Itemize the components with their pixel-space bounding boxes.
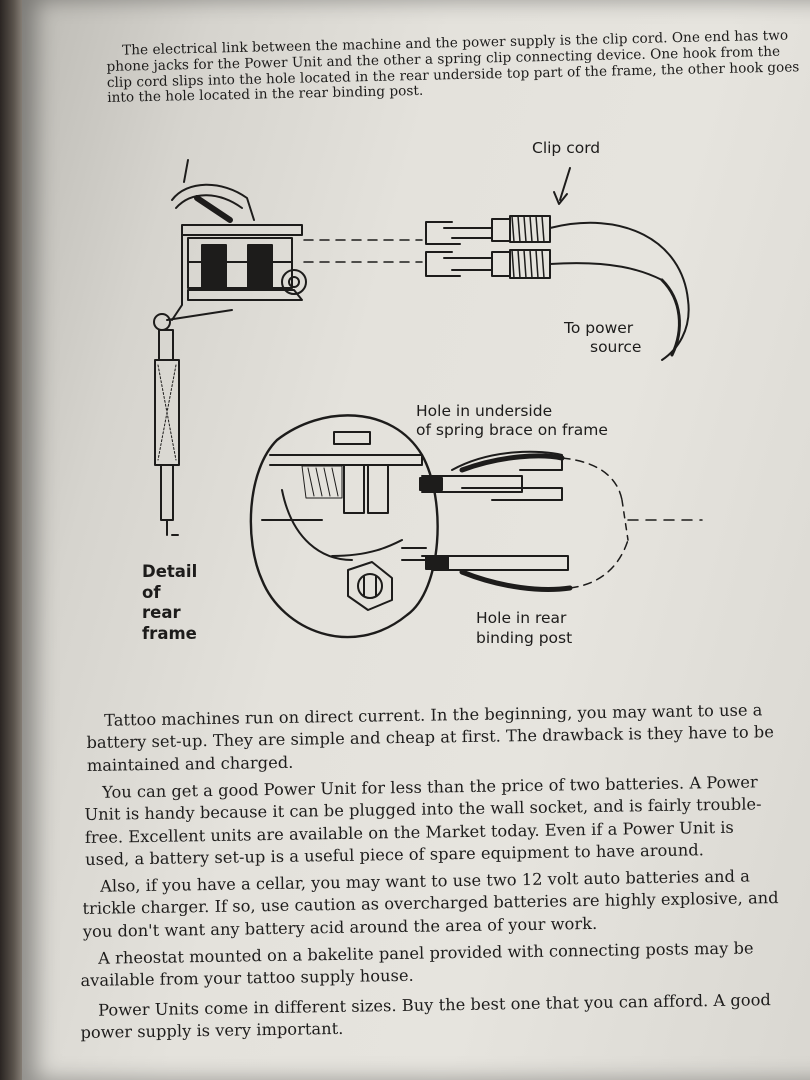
label-clip-cord: Clip cord <box>532 139 601 157</box>
book-page: The electrical link between the machine … <box>22 0 810 1080</box>
clip-cord-diagram <box>153 159 703 639</box>
label-hole-spring-line2: of spring brace on frame <box>416 421 608 439</box>
label-hole-binding-line1: Hole in rear <box>476 609 567 627</box>
label-power-line1: To power <box>564 319 634 337</box>
detail-label-line: of <box>142 582 161 602</box>
clip-cord-upper-hook <box>425 215 551 245</box>
body-paragraph: Power Units come in different sizes. Buy… <box>80 990 771 1043</box>
detail-label-line: Detail <box>142 562 198 581</box>
body-paragraph: A rheostat mounted on a bakelite panel p… <box>80 938 754 991</box>
detail-label-line: frame <box>142 623 197 643</box>
tattoo-machine-drawing <box>153 159 307 536</box>
body-paragraph: Tattoo machines run on direct current. I… <box>86 700 775 775</box>
label-detail-of-rear-frame: Detail of rear frame <box>142 562 197 644</box>
label-hole-binding-line2: binding post <box>476 629 573 647</box>
body-paragraph: Also, if you have a cellar, you may want… <box>82 866 779 941</box>
rear-frame-detail-drawing <box>249 414 703 639</box>
label-power-line2: source <box>590 338 642 356</box>
clip-cord-lower-hook <box>425 249 551 279</box>
label-hole-spring-line1: Hole in underside <box>416 402 553 420</box>
body-paragraph: You can get a good Power Unit for less t… <box>84 772 762 869</box>
detail-label-line: rear <box>142 603 181 622</box>
